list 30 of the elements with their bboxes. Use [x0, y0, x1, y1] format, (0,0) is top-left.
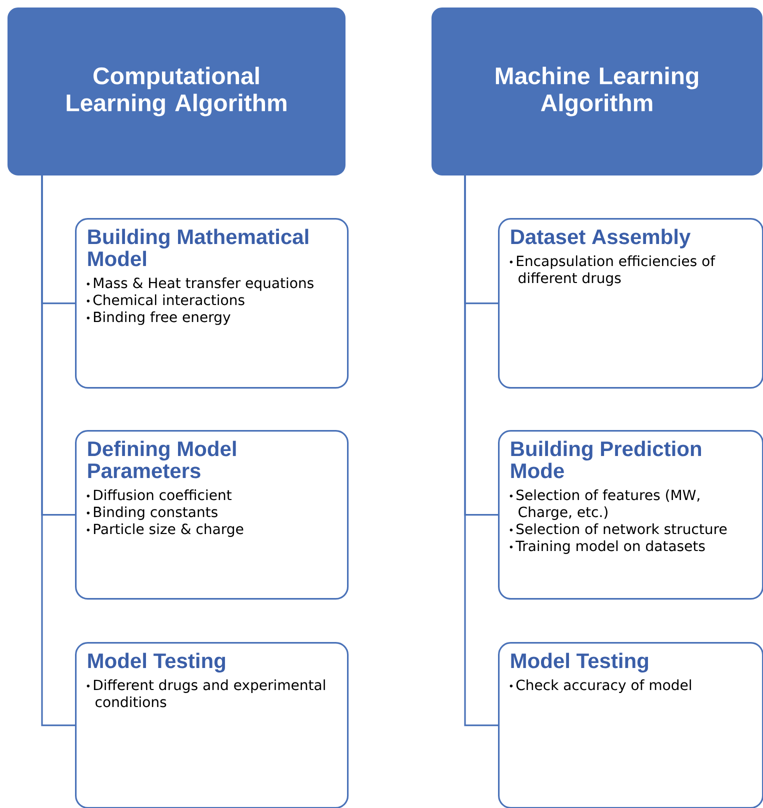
bullet-item: Training model on datasets — [516, 540, 705, 554]
process-box — [75, 430, 349, 600]
bullet-item: Chemical interactions — [93, 294, 244, 306]
connector-line — [464, 176, 498, 726]
box-heading: Building Mathematical Model — [88, 228, 308, 266]
box-heading: Model Testing — [511, 652, 648, 672]
process-box — [498, 430, 763, 600]
bullet-item: Mass & Heat transfer equations — [94, 277, 314, 291]
bullet-item: Selection of features (MW, Charge, etc.) — [516, 489, 700, 520]
box-heading: Defining Model Parameters — [88, 440, 236, 478]
box-heading: Model Testing — [88, 652, 226, 672]
process-box — [75, 218, 349, 389]
header-title: Machine Learning Algorithm — [496, 66, 698, 116]
bullet-item: Selection of network structure — [516, 523, 727, 534]
bullet-item: Diffusion coefficient — [94, 489, 232, 500]
box-heading: Building Prediction Mode — [511, 440, 701, 478]
bullet-item: Different drugs and experimental conditions — [94, 679, 325, 708]
process-box — [498, 218, 763, 389]
header-title: Computational Learning Algorithm — [66, 66, 286, 116]
bullet-item: Encapsulation efficiencies of different drugs — [516, 255, 716, 286]
bullet-item: Binding constants — [94, 506, 218, 520]
header-box — [432, 8, 762, 176]
bullet-item: Particle size & charge — [94, 523, 244, 537]
process-box — [75, 642, 349, 808]
bullet-item: Check accuracy of model — [516, 679, 691, 693]
process-box — [498, 642, 763, 808]
connector-line — [41, 176, 75, 726]
header-box — [8, 8, 346, 176]
box-heading: Dataset Assembly — [511, 228, 691, 248]
bullet-item: Binding free energy — [94, 311, 230, 325]
